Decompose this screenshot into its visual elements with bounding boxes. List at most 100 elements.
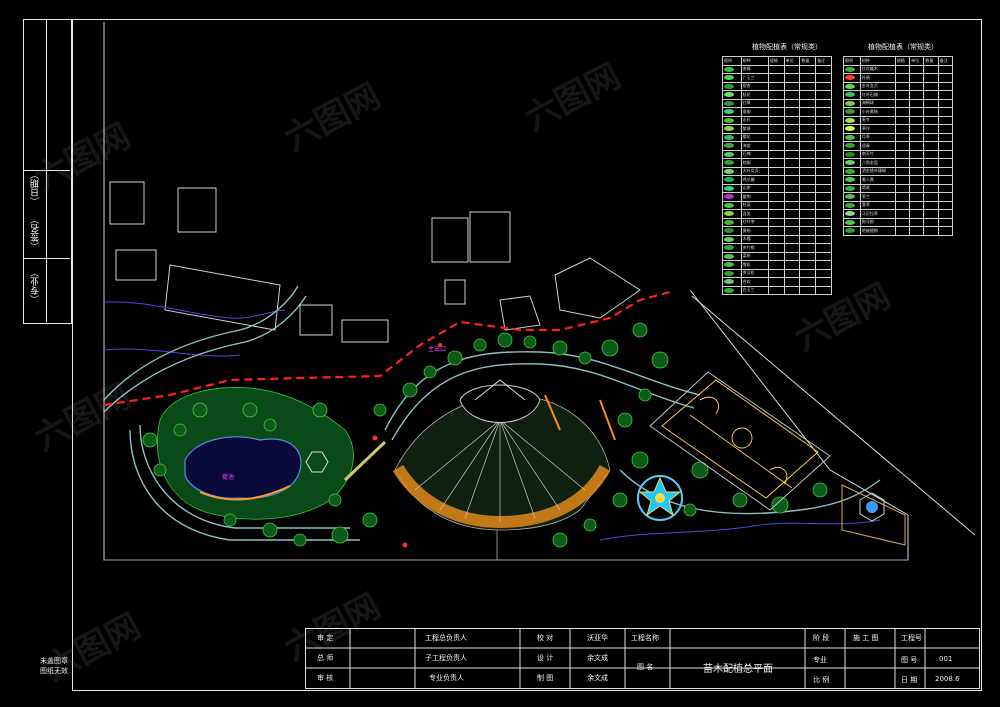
legend-plant-name: 杜英 bbox=[740, 200, 769, 210]
legend-cell bbox=[909, 64, 925, 74]
legend-cell bbox=[815, 260, 832, 270]
legend-cell bbox=[923, 149, 939, 159]
legend-cell bbox=[799, 98, 817, 108]
legend-plant-name: 鸡爪槭 bbox=[740, 175, 769, 185]
legend-plant-name: 南天竹 bbox=[859, 149, 896, 159]
legend-cell bbox=[909, 107, 925, 117]
tb-review: 审 定 bbox=[317, 634, 334, 642]
map-label-entrance: 主出口 bbox=[428, 346, 447, 353]
legend-cell bbox=[815, 209, 832, 219]
legend-cell bbox=[923, 209, 939, 219]
legend-cell bbox=[799, 149, 817, 159]
legend-row: 红枫 bbox=[722, 98, 832, 108]
tb-drawing-name-label: 图 名 bbox=[637, 663, 654, 671]
tb-drawing-no: 001 bbox=[939, 655, 953, 663]
legend-cell bbox=[767, 277, 785, 287]
legend-cell bbox=[815, 175, 832, 185]
plant-symbol-icon bbox=[724, 75, 734, 81]
legend-cell bbox=[815, 149, 832, 159]
legend-plant-name: 美人蕉 bbox=[859, 175, 896, 185]
legend-swatch-cell bbox=[843, 166, 861, 176]
plant-symbol-icon bbox=[845, 211, 855, 217]
orange-paths bbox=[544, 394, 616, 441]
legend-cell bbox=[923, 124, 939, 134]
legend-swatch-cell bbox=[722, 107, 742, 117]
tb-phase-value: 施 工 图 bbox=[853, 634, 879, 642]
legend-header-row: 图例树种规格单位数量备注 bbox=[843, 56, 954, 66]
legend-cell bbox=[815, 115, 832, 125]
left-strip-row-1 bbox=[23, 170, 70, 171]
legend-row: 黄杨 bbox=[722, 226, 832, 236]
legend-cell bbox=[894, 183, 911, 193]
legend-cell bbox=[909, 81, 925, 91]
legend-cell bbox=[909, 115, 925, 125]
legend-plant-name: 地被植物 bbox=[859, 226, 896, 236]
legend-swatch-cell bbox=[843, 124, 861, 134]
legend-cell bbox=[783, 73, 801, 83]
legend-cell bbox=[909, 226, 925, 236]
legend-cell bbox=[783, 124, 801, 134]
legend-cell bbox=[767, 268, 785, 278]
legend-cell bbox=[799, 183, 817, 193]
tb-date-value: 2008.6 bbox=[935, 675, 960, 683]
plant-symbol-icon bbox=[724, 117, 734, 123]
tb-design: 设 计 bbox=[537, 654, 554, 662]
plant-symbol-icon bbox=[724, 262, 734, 268]
legend-plant-name: 垂柳 bbox=[740, 107, 769, 117]
legend-swatch-cell bbox=[843, 115, 861, 125]
plant-symbol-icon bbox=[845, 117, 855, 123]
plant-symbol-icon bbox=[724, 270, 734, 276]
legend-cell bbox=[815, 90, 832, 100]
legend-swatch-cell bbox=[722, 285, 742, 295]
legend-cell bbox=[923, 98, 939, 108]
legend-cell bbox=[767, 226, 785, 236]
legend-cell bbox=[767, 90, 785, 100]
legend-swatch-cell bbox=[843, 98, 861, 108]
legend-cell bbox=[894, 200, 911, 210]
legend-swatch-cell bbox=[722, 90, 742, 100]
legend-cell bbox=[937, 158, 954, 168]
legend-row: 金叶女贞 bbox=[843, 81, 954, 91]
legend-row: 地被植物 bbox=[843, 226, 954, 236]
legend-cell bbox=[923, 73, 939, 83]
legend-swatch-cell bbox=[722, 226, 742, 236]
legend-cell bbox=[909, 73, 925, 83]
legend-header-cell: 树种 bbox=[859, 56, 896, 66]
plant-symbol-icon bbox=[845, 219, 855, 225]
legend-swatch-cell bbox=[722, 209, 742, 219]
legend-cell bbox=[909, 192, 925, 202]
plant-symbol-icon bbox=[845, 75, 855, 81]
legend-plant-name: 木槿 bbox=[740, 234, 769, 244]
legend-cell bbox=[783, 158, 801, 168]
legend-cell bbox=[767, 183, 785, 193]
plant-symbol-icon bbox=[845, 177, 855, 183]
legend-row: 水杉 bbox=[722, 115, 832, 125]
legend-cell bbox=[767, 158, 785, 168]
legend-cell bbox=[767, 217, 785, 227]
legend-cell bbox=[815, 141, 832, 151]
legend-row: 月季 bbox=[843, 132, 954, 142]
legend-cell bbox=[767, 115, 785, 125]
buildings bbox=[109, 181, 641, 343]
plant-symbol-icon bbox=[845, 100, 855, 106]
plant-symbol-icon bbox=[845, 83, 855, 89]
legend-plant-name: 海棠 bbox=[740, 141, 769, 151]
legend-left-title: 植物配植表（常规类） bbox=[752, 43, 822, 51]
plant-symbol-icon bbox=[845, 134, 855, 140]
legend-cell bbox=[937, 115, 954, 125]
legend-header-cell: 树种 bbox=[740, 56, 769, 66]
legend-cell bbox=[923, 217, 939, 227]
legend-cell bbox=[937, 124, 954, 134]
plant-symbol-icon bbox=[845, 168, 855, 174]
legend-cell bbox=[799, 217, 817, 227]
legend-cell bbox=[923, 175, 939, 185]
plant-symbol-icon bbox=[724, 66, 734, 72]
legend-cell bbox=[909, 90, 925, 100]
legend-row: 八角金盘 bbox=[843, 158, 954, 168]
legend-cell bbox=[783, 175, 801, 185]
plant-symbol-icon bbox=[724, 151, 734, 157]
tb-drawing-no-label: 图 号 bbox=[901, 656, 918, 664]
legend-row: 广玉兰 bbox=[722, 73, 832, 83]
legend-plant-name: 棕榈 bbox=[740, 158, 769, 168]
